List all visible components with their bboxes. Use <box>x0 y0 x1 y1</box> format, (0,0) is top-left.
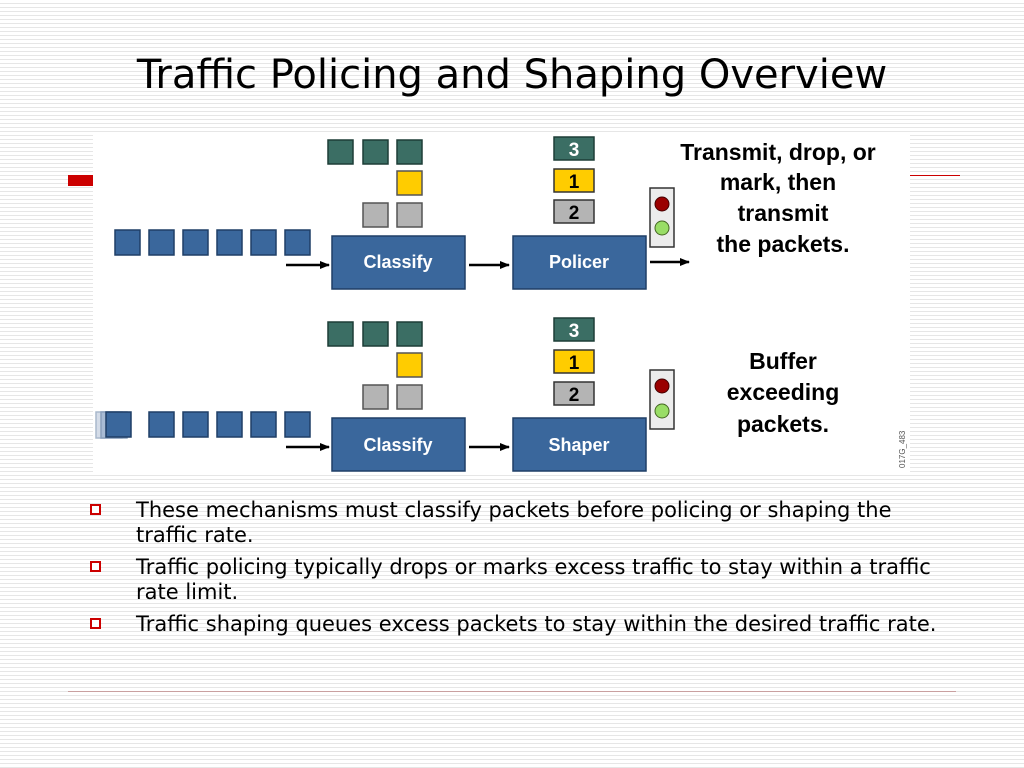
packet <box>284 229 311 256</box>
priority-queue: 3 1 2 <box>553 136 595 224</box>
packet-class-gray <box>396 384 423 410</box>
priority-tag-label: 1 <box>569 172 580 193</box>
shaping-annotation: Buffer exceeding packets. <box>727 348 840 437</box>
bullet-text: These mechanisms must classify packets b… <box>136 498 892 547</box>
packet-class-dark <box>362 139 389 165</box>
title-accent-bar <box>68 175 94 186</box>
packet <box>182 411 209 438</box>
incoming-packet-queue <box>114 229 311 256</box>
policing-row: Classify Policer 3 1 2 Transmit, drop, o… <box>114 136 876 290</box>
annotation-line: Buffer <box>749 348 817 374</box>
classify-box <box>331 417 466 472</box>
packet <box>250 229 277 256</box>
packet-class-dark <box>396 139 423 165</box>
priority-tag-label: 3 <box>569 321 580 342</box>
packet <box>148 411 175 438</box>
packet-class-dark <box>396 321 423 347</box>
annotation-line: exceeding <box>727 379 840 405</box>
policing-annotation: Transmit, drop, or mark, then transmit t… <box>680 139 876 257</box>
bullet-square-icon <box>90 561 101 572</box>
shaping-row: Classify Shaper 3 1 2 Buffer exceeding p… <box>95 317 840 472</box>
classified-packets <box>327 321 423 410</box>
packet-class-dark <box>327 321 354 347</box>
packet <box>250 411 277 438</box>
annotation-line: transmit <box>738 200 829 226</box>
packet <box>216 229 243 256</box>
policer-label: Policer <box>549 252 609 272</box>
packet-class-gray <box>396 202 423 228</box>
classified-packets <box>327 139 423 228</box>
figure-id: 017G_483 <box>898 430 907 468</box>
classify-label: Classify <box>363 252 432 272</box>
footer-divider <box>68 691 956 692</box>
packet-class-yellow <box>396 170 423 196</box>
bullet-text: Traffic policing typically drops or mark… <box>136 555 931 604</box>
packet <box>105 411 132 438</box>
priority-queue: 3 1 2 <box>553 317 595 406</box>
policer-box <box>512 235 647 290</box>
annotation-line: packets. <box>737 411 829 437</box>
green-light <box>654 403 670 419</box>
priority-tag-gray <box>553 381 595 406</box>
traffic-light-icon <box>649 187 675 248</box>
priority-tag-label: 1 <box>569 353 580 374</box>
title-accent-line <box>910 175 960 176</box>
bullet-item: These mechanisms must classify packets b… <box>88 498 948 548</box>
packet-class-yellow <box>396 352 423 378</box>
priority-tag-gray <box>553 199 595 224</box>
shaper-box <box>512 417 647 472</box>
priority-tag-dark <box>553 136 595 161</box>
packet-class-gray <box>362 202 389 228</box>
packet-class-dark <box>362 321 389 347</box>
bullet-square-icon <box>90 618 101 629</box>
packet-class-gray <box>362 384 389 410</box>
classify-box <box>331 235 466 290</box>
packet <box>216 411 243 438</box>
slide-title: Traffic Policing and Shaping Overview <box>136 52 888 98</box>
annotation-line: Transmit, drop, or <box>680 139 876 165</box>
annotation-line: mark, then <box>720 169 836 195</box>
priority-tag-yellow <box>553 168 595 193</box>
incoming-packet-queue <box>105 411 311 438</box>
classify-label: Classify <box>363 435 432 455</box>
packet <box>148 229 175 256</box>
packet-class-dark <box>327 139 354 165</box>
priority-tag-yellow <box>553 349 595 374</box>
traffic-light-housing <box>649 187 675 248</box>
packet <box>284 411 311 438</box>
priority-tag-label: 2 <box>569 385 580 406</box>
annotation-line: the packets. <box>717 231 850 257</box>
traffic-diagram: Classify Policer 3 1 2 Transmit, drop, o… <box>93 133 910 473</box>
green-light <box>654 220 670 236</box>
priority-tag-label: 3 <box>569 140 580 161</box>
bullet-item: Traffic policing typically drops or mark… <box>88 555 948 605</box>
red-light <box>654 378 670 394</box>
traffic-light-icon <box>649 369 675 430</box>
bullet-text: Traffic shaping queues excess packets to… <box>136 612 937 636</box>
bullet-square-icon <box>90 504 101 515</box>
packet <box>182 229 209 256</box>
shaper-label: Shaper <box>548 435 609 455</box>
priority-tag-label: 2 <box>569 203 580 224</box>
bullet-item: Traffic shaping queues excess packets to… <box>88 612 948 637</box>
red-light <box>654 196 670 212</box>
bullet-list: These mechanisms must classify packets b… <box>88 498 948 644</box>
priority-tag-dark <box>553 317 595 342</box>
packet <box>114 229 141 256</box>
